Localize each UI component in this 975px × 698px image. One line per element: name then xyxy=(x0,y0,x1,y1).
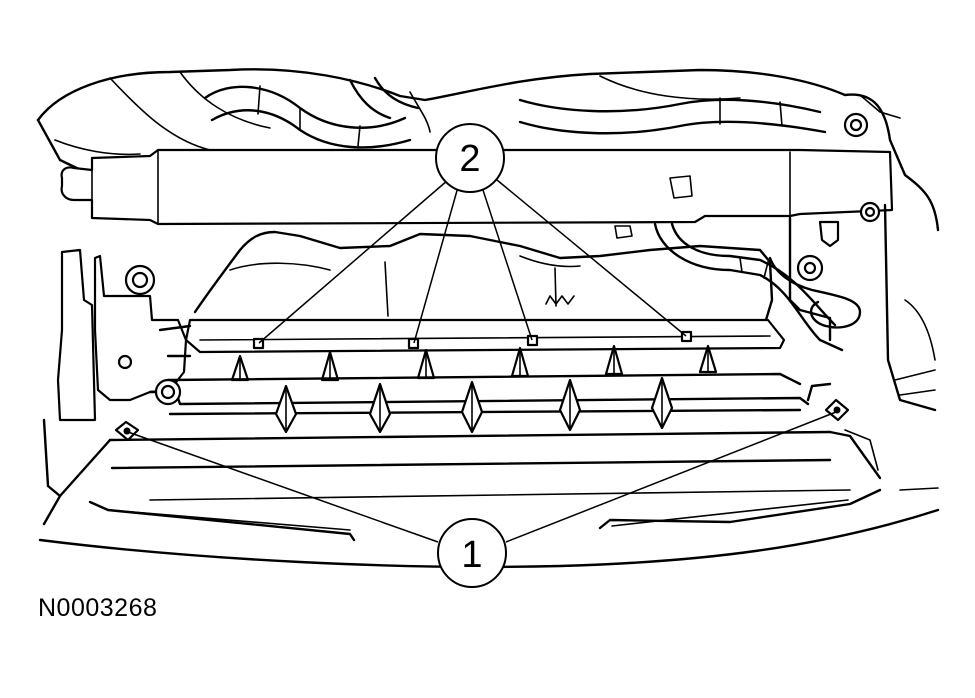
oil-pan xyxy=(193,225,774,322)
leader-lines-1 xyxy=(127,411,837,543)
upper-hoses xyxy=(203,76,827,149)
callout-2: 2 xyxy=(435,123,505,193)
fastener-1-left xyxy=(114,420,140,442)
engine-compartment-upper xyxy=(36,68,940,232)
fastener-2-b xyxy=(407,337,420,350)
callout-1: 1 xyxy=(437,518,507,588)
lower-shield xyxy=(38,429,940,569)
lower-fins xyxy=(274,376,674,434)
fastener-2-d xyxy=(680,330,693,343)
left-bracket xyxy=(42,248,188,498)
figure-id: N0003268 xyxy=(38,594,158,622)
leader-lines-2 xyxy=(258,179,687,344)
callout-1-label: 1 xyxy=(461,534,482,576)
fastener-2-c xyxy=(526,334,539,347)
shield-middle-band xyxy=(148,372,832,416)
right-side-hoses xyxy=(653,222,862,352)
fastener-1-right xyxy=(824,398,850,422)
fastener-2-a xyxy=(252,337,265,350)
shield-upper-rail xyxy=(158,318,786,358)
upper-right-bolt xyxy=(843,112,869,138)
callout-2-label: 2 xyxy=(459,138,480,180)
right-bracket xyxy=(788,201,937,412)
upper-fins xyxy=(230,344,718,382)
